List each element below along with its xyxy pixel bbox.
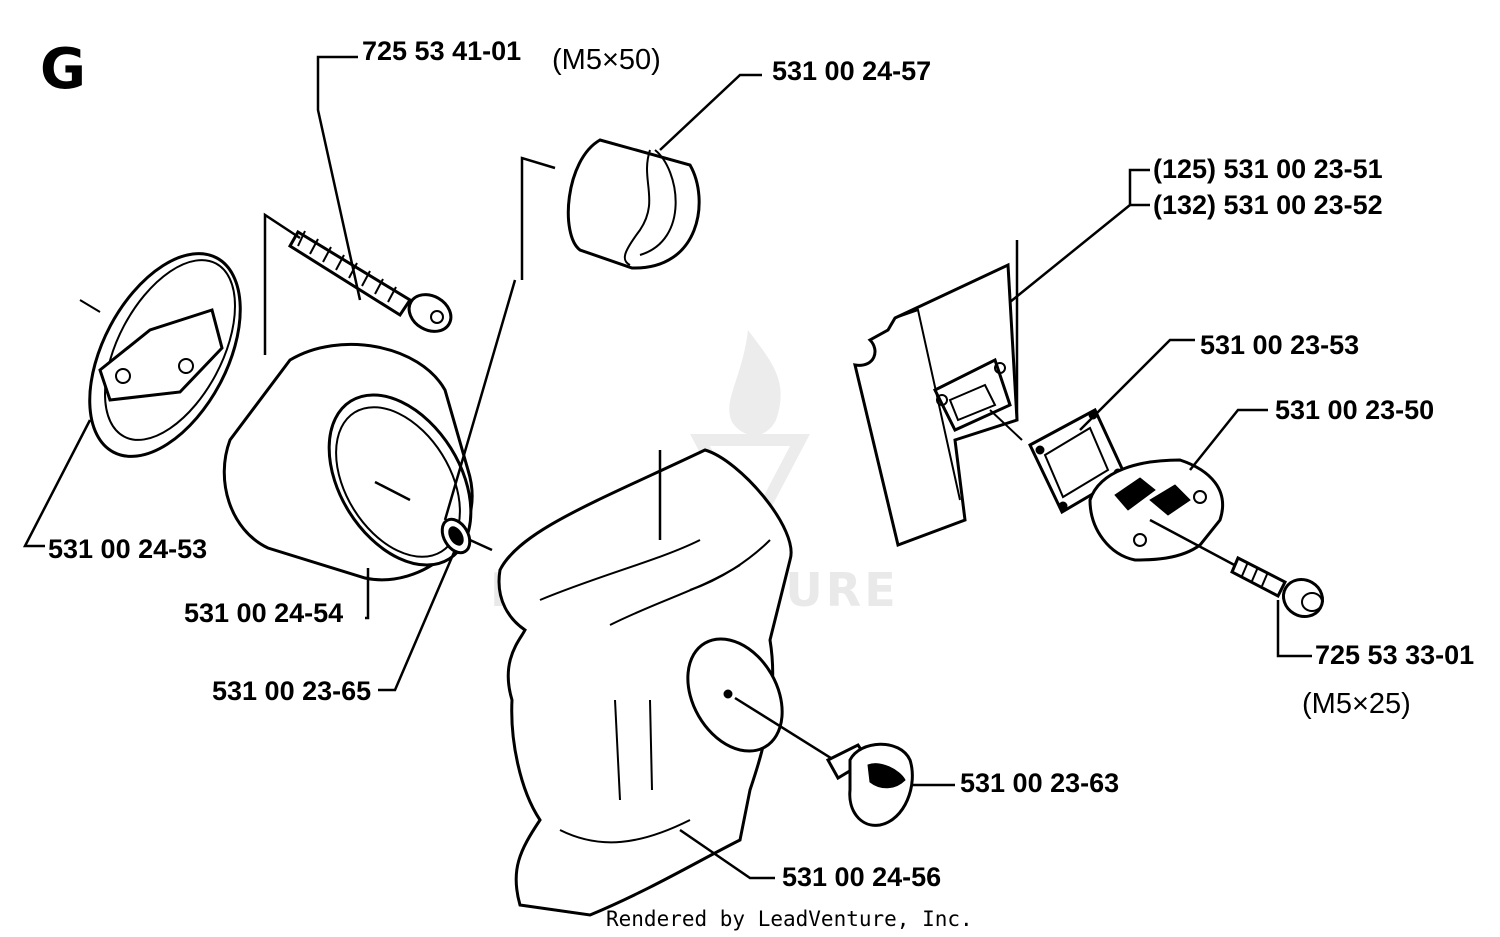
muffler-block-part	[1088, 458, 1225, 562]
callout-long-screw-number: 725 53 41-01	[362, 36, 521, 66]
callout-knob-number: 531 00 23-63	[960, 768, 1119, 798]
callout-short-screw-spec: (M5×25)	[1302, 688, 1411, 720]
callout-washer-number: 531 00 23-65	[212, 676, 371, 706]
callout-long-screw-spec: (M5×50)	[552, 44, 661, 76]
callout-sleeve-number: 531 00 24-57	[772, 56, 931, 86]
section-letter: G	[40, 37, 86, 102]
cover-part	[497, 448, 793, 917]
knob-part	[734, 696, 914, 827]
footer-credit: Rendered by LeadVenture, Inc.	[606, 907, 973, 931]
callout-filter-holder-number: 531 00 24-53	[48, 534, 207, 564]
leader-lines	[22, 55, 1312, 880]
callout-labels: 725 53 41-01 (M5×50) 531 00 24-57 (125) …	[48, 36, 1474, 892]
sleeve-part	[566, 138, 701, 270]
callout-cover-number: 531 00 24-56	[782, 862, 941, 892]
heat-shield-part	[853, 240, 1023, 547]
watermark-flame-icon	[729, 330, 781, 436]
callout-heat-shield-125-number: (125) 531 00 23-51	[1153, 154, 1383, 184]
callout-gasket-number: 531 00 23-53	[1200, 330, 1359, 360]
filter-holder-part	[79, 252, 242, 458]
callout-muffler-block-number: 531 00 23-50	[1275, 395, 1434, 425]
long-screw-part	[287, 229, 453, 333]
callout-filter-number: 531 00 24-54	[184, 598, 343, 628]
foam-filter-part	[222, 342, 474, 582]
callout-heat-shield-132-number: (132) 531 00 23-52	[1153, 190, 1383, 220]
washer-part	[440, 517, 472, 555]
short-screw-part	[1149, 518, 1325, 619]
callout-short-screw-number: 725 53 33-01	[1315, 640, 1474, 670]
